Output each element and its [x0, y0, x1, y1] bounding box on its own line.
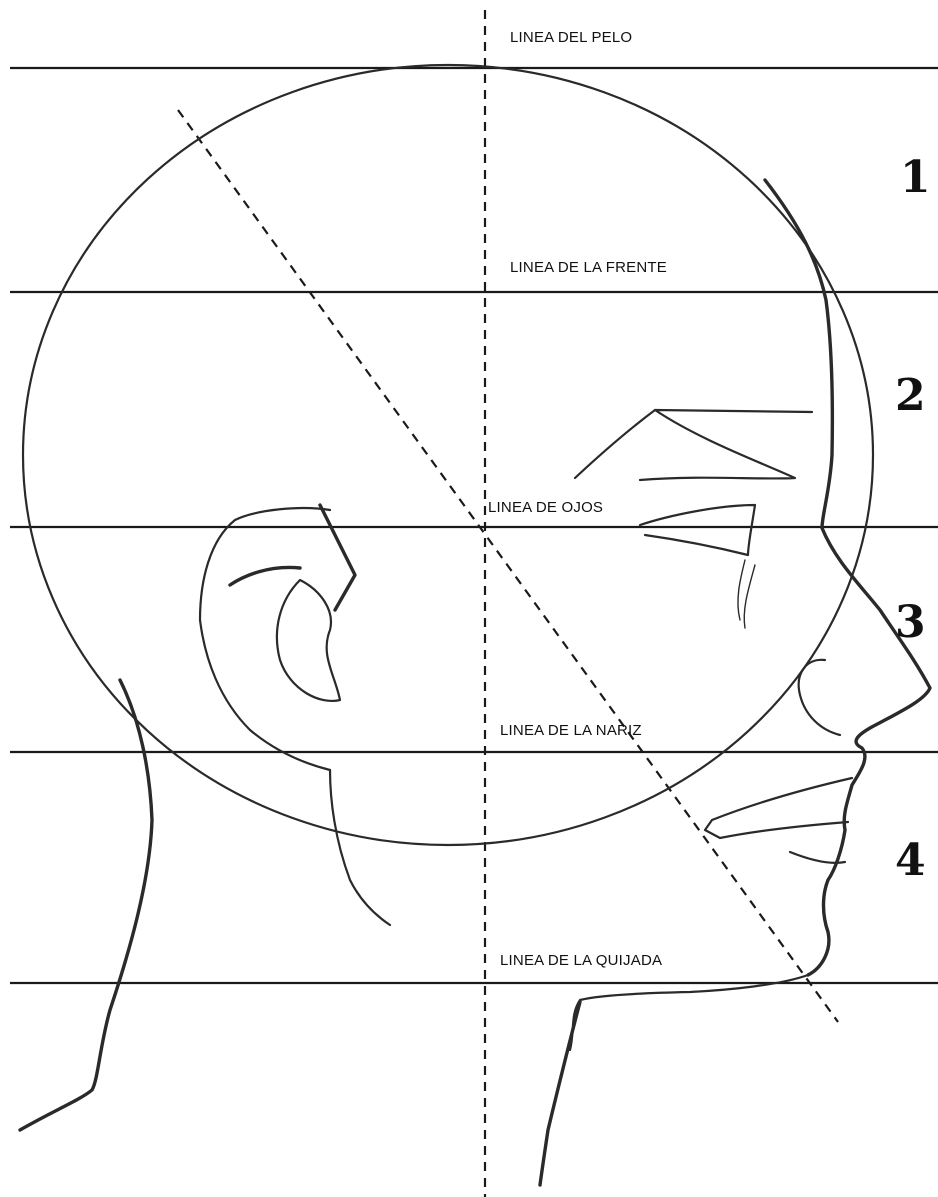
cranium-oval: [23, 65, 873, 845]
section-number-2: 2: [895, 370, 926, 421]
label-eyes: LINEA DE OJOS: [488, 499, 603, 516]
diagonal-proportion-line: [178, 110, 838, 1022]
neck-front: [540, 1002, 580, 1185]
jaw-underside: [570, 975, 808, 1050]
neck-back: [20, 680, 152, 1130]
lips: [705, 778, 852, 863]
ear-concha: [277, 580, 340, 701]
section-number-3: 3: [895, 597, 926, 648]
label-nose: LINEA DE LA NARIZ: [500, 722, 642, 739]
eye: [640, 505, 755, 555]
under-eye-marks: [738, 560, 755, 628]
label-jaw: LINEA DE LA QUIJADA: [500, 952, 662, 969]
ear-inner-rim: [230, 505, 355, 610]
jaw-line-curve: [330, 770, 390, 925]
brow: [575, 410, 812, 480]
label-forehead: LINEA DE LA FRENTE: [510, 259, 667, 276]
section-number-1: 1: [900, 152, 931, 203]
section-number-4: 4: [895, 835, 926, 886]
label-hairline: LINEA DEL PELO: [510, 29, 632, 46]
ear-outer: [200, 508, 330, 770]
nostril: [799, 660, 840, 735]
